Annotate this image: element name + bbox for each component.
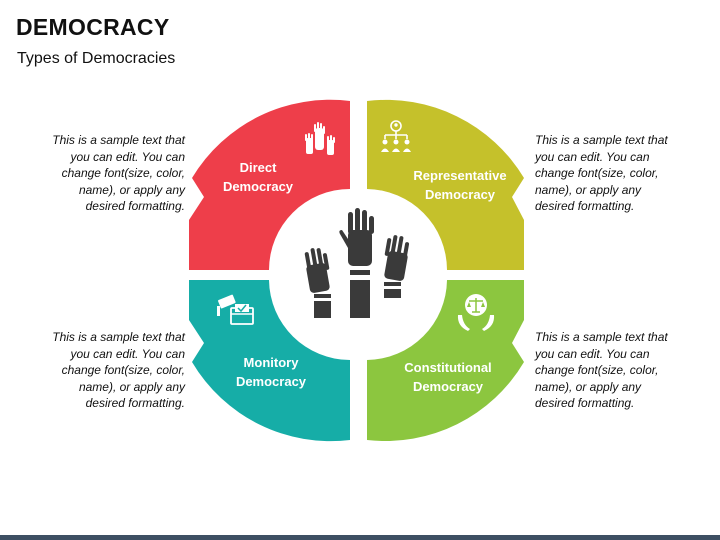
- description-line: desired formatting.: [535, 396, 635, 410]
- description-line: name), or apply any: [78, 379, 185, 394]
- description-line: name), or apply any: [535, 182, 642, 197]
- description-monitory: This is a sample text that you can edit.…: [35, 329, 185, 412]
- hierarchy-people-icon: [381, 120, 411, 152]
- description-line: change font(size, color,: [61, 363, 185, 377]
- description-constitutional: This is a sample text that you can edit.…: [535, 329, 685, 412]
- description-line: This is a sample text that: [535, 330, 668, 344]
- description-line: This is a sample text that: [52, 330, 185, 344]
- description-line: you can edit. You can: [535, 149, 650, 164]
- description-line: change font(size, color,: [61, 166, 185, 180]
- segment-label-constitutional-line2: Democracy: [413, 379, 484, 394]
- footer-bar: [0, 535, 720, 540]
- center-raised-hands-icon: [304, 208, 410, 318]
- surveillance-ballot-icon: [217, 294, 254, 325]
- description-line: you can edit. You can: [70, 149, 185, 164]
- description-line: change font(size, color,: [535, 363, 659, 377]
- segment-constitutional: [367, 280, 524, 442]
- description-line: desired formatting.: [85, 396, 185, 410]
- description-line: desired formatting.: [85, 199, 185, 213]
- segment-label-direct-line2: Democracy: [223, 179, 294, 194]
- description-direct: This is a sample text that you can edit.…: [35, 132, 185, 215]
- description-line: desired formatting.: [535, 199, 635, 213]
- description-line: name), or apply any: [535, 379, 642, 394]
- description-line: This is a sample text that: [52, 133, 185, 147]
- segment-label-monitory-line2: Democracy: [236, 374, 307, 389]
- description-line: change font(size, color,: [535, 166, 659, 180]
- segment-monitory: [189, 280, 350, 442]
- raised-hands-icon: [305, 122, 335, 155]
- description-line: This is a sample text that: [535, 133, 668, 147]
- segment-label-direct-line1: Direct: [240, 160, 278, 175]
- page-title: DEMOCRACY: [16, 14, 170, 40]
- segment-label-constitutional-line1: Constitutional: [404, 360, 491, 375]
- segment-label-monitory-line1: Monitory: [244, 355, 300, 370]
- scales-in-hands-icon: [457, 294, 495, 331]
- description-representative: This is a sample text that you can edit.…: [535, 132, 685, 215]
- description-line: name), or apply any: [78, 182, 185, 197]
- page-subtitle: Types of Democracies: [17, 50, 176, 67]
- description-line: you can edit. You can: [70, 346, 185, 361]
- segment-label-representative-line2: Democracy: [425, 187, 496, 202]
- segment-label-representative-line1: Representative: [413, 168, 506, 183]
- description-line: you can edit. You can: [535, 346, 650, 361]
